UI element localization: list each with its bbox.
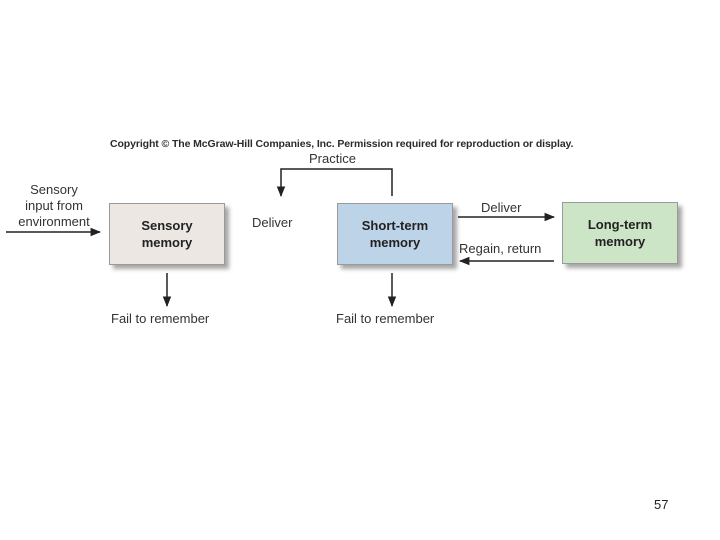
sensory-memory-box: Sensory memory bbox=[109, 203, 225, 265]
practice-loop-arrow bbox=[276, 168, 393, 198]
practice-label: Practice bbox=[309, 151, 356, 166]
sensory-input-line1: Sensory bbox=[30, 182, 78, 197]
long-term-memory-box: Long-term memory bbox=[562, 202, 678, 264]
short-term-memory-box: Short-term memory bbox=[337, 203, 453, 265]
sensory-memory-line1: Sensory bbox=[141, 218, 193, 233]
deliver-to-long-term-label: Deliver bbox=[481, 200, 522, 215]
regain-return-label: Regain, return bbox=[459, 241, 542, 256]
short-term-memory-line2: memory bbox=[369, 235, 421, 250]
long-term-memory-line2: memory bbox=[594, 234, 646, 249]
sensory-input-line2: input from bbox=[25, 198, 83, 213]
copyright-notice: Copyright © The McGraw-Hill Companies, I… bbox=[110, 138, 574, 150]
sensory-input-label: Sensory input from environment bbox=[4, 182, 104, 230]
deliver-to-short-term-label: Deliver bbox=[252, 215, 293, 230]
short-term-memory-line1: Short-term bbox=[361, 218, 429, 233]
sensory-input-line3: environment bbox=[18, 214, 90, 229]
sensory-memory-line2: memory bbox=[141, 235, 193, 250]
fail-to-remember-short-term-label: Fail to remember bbox=[336, 311, 435, 326]
page-number: 57 bbox=[654, 497, 669, 512]
long-term-memory-line1: Long-term bbox=[587, 217, 653, 232]
fail-to-remember-sensory-label: Fail to remember bbox=[111, 311, 210, 326]
